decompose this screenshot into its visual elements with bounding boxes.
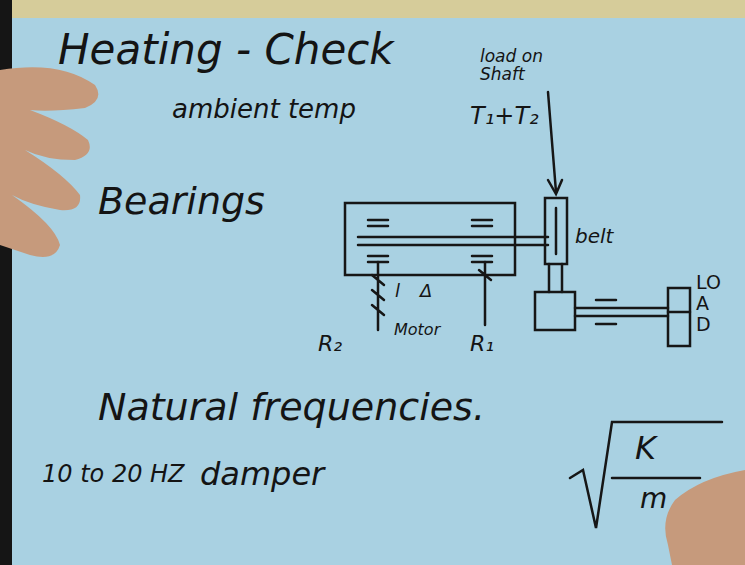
support [479, 262, 491, 325]
reaction-label: R₂ [318, 332, 342, 355]
heading-note: Bearings [98, 182, 265, 222]
callout-note: load on Shaft [480, 48, 570, 84]
motor-housing [345, 203, 515, 275]
pulley [545, 198, 567, 264]
load-arrow [548, 92, 556, 192]
pulley [535, 292, 575, 330]
formula-symbol: K [635, 432, 656, 466]
bearing [368, 219, 388, 222]
formula-symbol: m [640, 484, 667, 513]
shaft [358, 244, 548, 247]
support [372, 262, 384, 330]
heading-note: Heating - Check [58, 28, 394, 72]
shaft [575, 315, 668, 318]
bearing [472, 225, 492, 228]
part-name: Motor [394, 322, 440, 339]
hand-right [665, 470, 745, 565]
force-label: T₁+T₂ [470, 104, 539, 129]
belt [548, 264, 551, 292]
note: 10 to 20 HZ [42, 462, 185, 487]
load-box [668, 311, 690, 314]
bearing [596, 299, 616, 302]
bearing [472, 255, 492, 258]
pulley [555, 208, 558, 254]
reaction-label: R₁ [470, 332, 494, 355]
dimension-label: Δ [420, 282, 432, 301]
belt [561, 264, 564, 292]
bearing [596, 323, 616, 326]
dimension-label: l [395, 282, 400, 301]
blue-card [10, 18, 745, 565]
bearing [472, 219, 492, 222]
heading-note: Natural frequencies. [98, 388, 485, 428]
note: ambient temp [172, 96, 356, 123]
bearing [368, 255, 388, 258]
part-name: belt [575, 226, 613, 247]
shaft [575, 307, 668, 310]
hand-left [0, 67, 98, 257]
arrow-head [548, 180, 562, 194]
note: damper [200, 458, 324, 492]
sqrt-sign [570, 422, 722, 528]
shaft [358, 236, 548, 239]
bearing [472, 261, 492, 264]
load-box [668, 288, 690, 346]
part-name: LOAD [696, 272, 723, 335]
bearing [368, 225, 388, 228]
fraction-bar [612, 477, 700, 480]
